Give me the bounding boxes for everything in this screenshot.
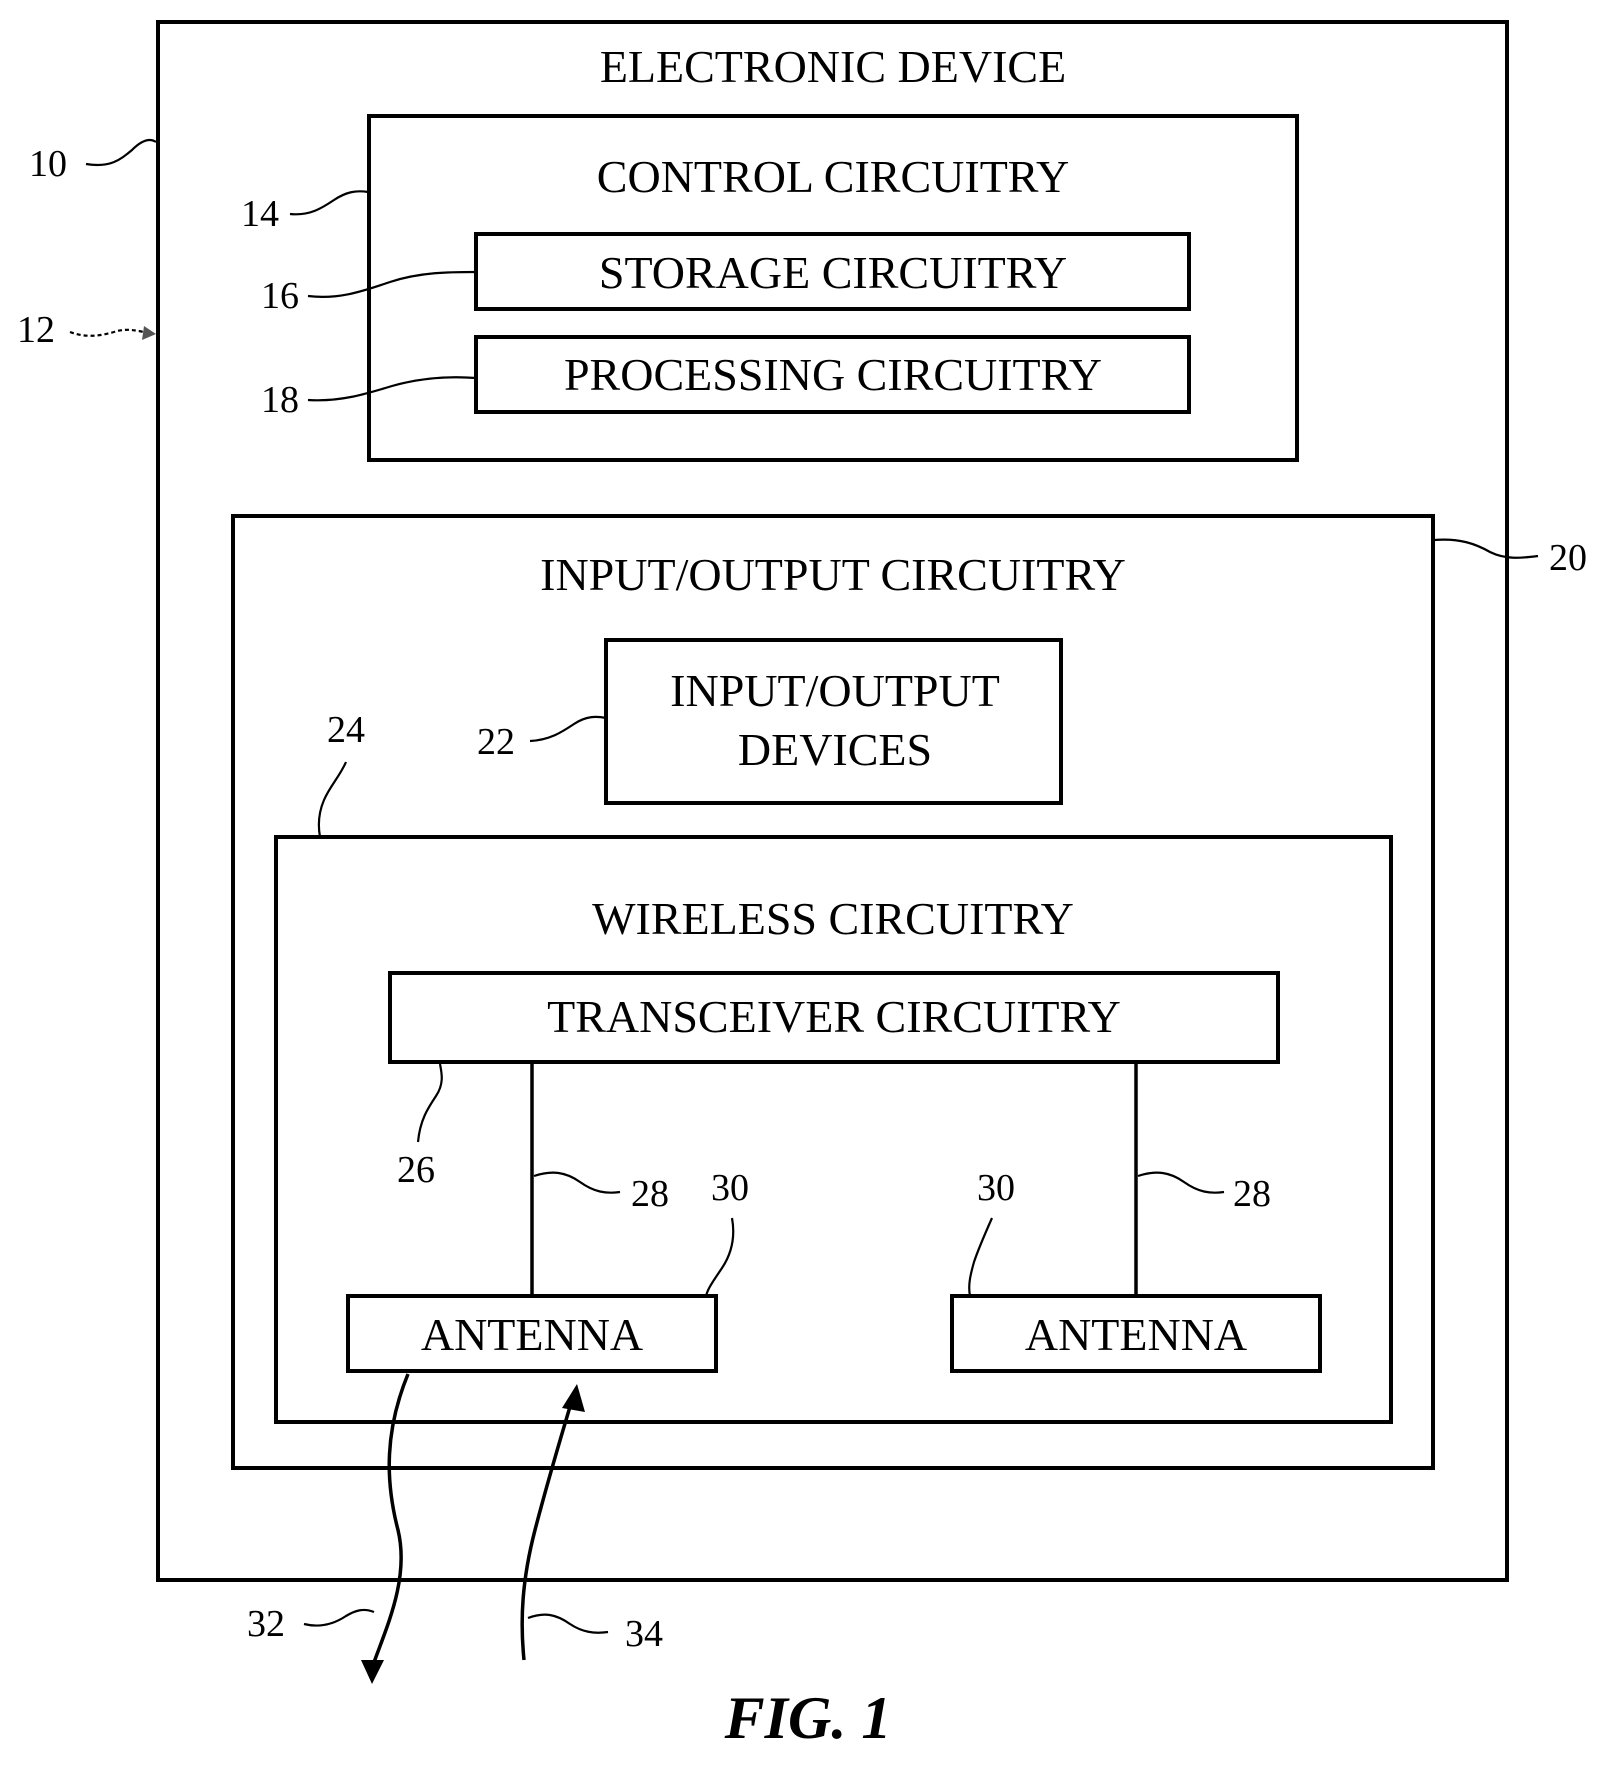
ref-16: 16	[261, 275, 299, 317]
leader-28-left	[534, 1173, 620, 1193]
transmitted-signal-arrow	[372, 1374, 408, 1668]
ref-18: 18	[261, 379, 299, 421]
io-devices-label-line2: DEVICES	[738, 724, 932, 775]
ref-24: 24	[327, 709, 365, 751]
leader-34	[528, 1615, 608, 1633]
leader-26	[418, 1064, 442, 1142]
io-devices-label-line1: INPUT/OUTPUT	[670, 665, 1000, 716]
leader-24	[319, 762, 346, 837]
ref-20: 20	[1549, 537, 1587, 579]
leader-14	[290, 191, 368, 214]
ref-32: 32	[247, 1603, 285, 1645]
io-circuitry-label: INPUT/OUTPUT CIRCUITRY	[540, 549, 1126, 600]
leader-28-right	[1138, 1173, 1224, 1193]
ref-22: 22	[477, 721, 515, 763]
storage-circuitry-label: STORAGE CIRCUITRY	[599, 247, 1067, 298]
leader-12-arrowhead	[142, 326, 156, 340]
transmitted-signal-arrowhead	[361, 1660, 384, 1684]
ref-12: 12	[17, 309, 55, 351]
ref-30-right: 30	[977, 1167, 1015, 1209]
leader-30-left	[706, 1218, 733, 1296]
leader-32	[304, 1610, 374, 1626]
electronic-device-label: ELECTRONIC DEVICE	[600, 41, 1066, 92]
antenna-right-label: ANTENNA	[1025, 1309, 1247, 1360]
leader-18	[308, 377, 476, 400]
control-circuitry-label: CONTROL CIRCUITRY	[597, 151, 1069, 202]
received-signal-arrowhead	[562, 1384, 585, 1412]
ref-28-right: 28	[1233, 1173, 1271, 1215]
figure-label: FIG. 1	[724, 1685, 892, 1751]
transceiver-circuitry-label: TRANSCEIVER CIRCUITRY	[547, 991, 1121, 1042]
ref-26: 26	[397, 1149, 435, 1191]
leader-30-right	[969, 1218, 992, 1296]
wireless-circuitry-label: WIRELESS CIRCUITRY	[592, 893, 1074, 944]
ref-34: 34	[625, 1613, 663, 1655]
leader-22	[530, 717, 606, 741]
ref-14: 14	[241, 193, 279, 235]
ref-30-left: 30	[711, 1167, 749, 1209]
leader-16	[308, 272, 476, 297]
leader-12	[70, 330, 152, 336]
leader-20	[1434, 540, 1538, 558]
leader-10	[86, 140, 156, 165]
ref-28-left: 28	[631, 1173, 669, 1215]
antenna-left-label: ANTENNA	[421, 1309, 643, 1360]
processing-circuitry-label: PROCESSING CIRCUITRY	[564, 349, 1102, 400]
ref-10: 10	[29, 143, 67, 185]
